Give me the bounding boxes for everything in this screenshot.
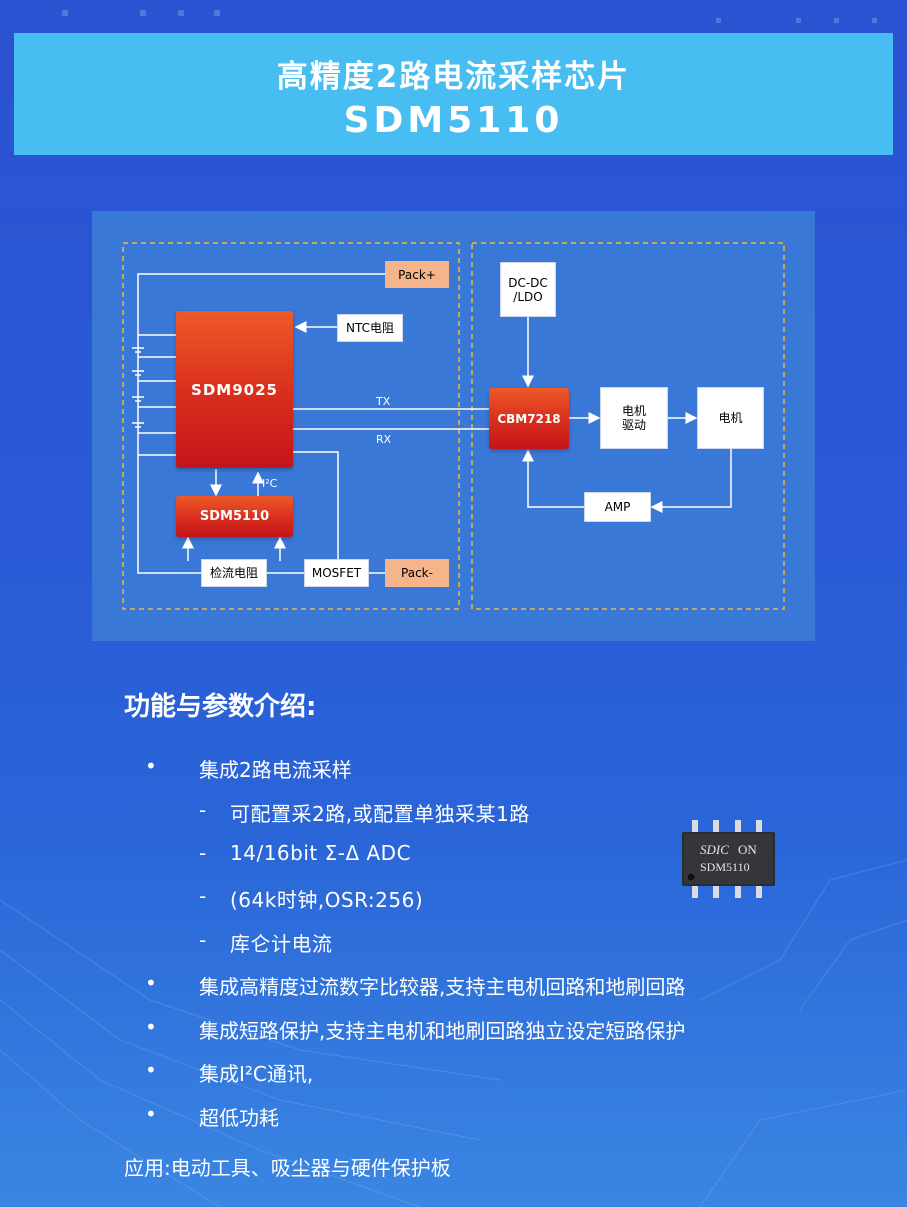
sub-list-item: 可配置采2路,或配置单独采某1路: [230, 802, 530, 826]
list-item: 集成短路保护,支持主电机和地刷回路独立设定短路保护: [199, 1019, 686, 1043]
dash-icon: -: [199, 841, 207, 865]
pack-plus-terminal: Pack+: [385, 261, 449, 288]
diagram-lines: [122, 242, 785, 610]
title-banner: 高精度2路电流采样芯片 SDM5110: [14, 33, 893, 155]
dcdc-ldo-block: DC-DC /LDO: [500, 262, 556, 317]
sub-list-item: (64k时钟,OSR:256): [230, 888, 424, 912]
bullet-icon: •: [145, 971, 157, 995]
sdm9025-chip: SDM9025: [176, 311, 293, 468]
features-heading: 功能与参数介绍:: [124, 692, 317, 722]
bullet-icon: •: [145, 1015, 157, 1039]
sub-list-item: 14/16bit Σ-Δ ADC: [230, 841, 412, 865]
applications-line: 应用:电动工具、吸尘器与硬件保护板: [124, 1156, 451, 1180]
chip-brand-label: SDIC: [700, 842, 729, 857]
dash-icon: -: [199, 928, 207, 952]
bullet-icon: •: [145, 1102, 157, 1126]
cbm7218-chip: CBM7218: [489, 388, 569, 449]
sense-resistor-block: 检流电阻: [201, 559, 267, 587]
dash-icon: -: [199, 884, 207, 908]
list-item: 超低功耗: [199, 1106, 279, 1130]
bullet-icon: •: [145, 754, 157, 778]
tx-label: TX: [376, 395, 391, 408]
sdm5110-chip: SDM5110: [176, 496, 293, 537]
motor-driver-block: 电机 驱动: [600, 387, 668, 449]
list-item: 集成2路电流采样: [199, 758, 352, 782]
motor-block: 电机: [697, 387, 764, 449]
sdm5110-chip-photo: SDIC ON SDM5110: [682, 820, 775, 898]
list-item: 集成高精度过流数字比较器,支持主电机回路和地刷回路: [199, 975, 686, 999]
product-model: SDM5110: [343, 100, 564, 141]
chip-brand-suffix: ON: [738, 842, 757, 857]
bullet-icon: •: [145, 1058, 157, 1082]
ntc-resistor-block: NTC电阻: [337, 314, 403, 342]
sub-list-item: 库仑计电流: [230, 932, 333, 956]
page-title: 高精度2路电流采样芯片: [276, 59, 631, 95]
dash-icon: -: [199, 798, 207, 822]
list-item: 集成I²C通讯,: [199, 1062, 314, 1086]
pack-minus-terminal: Pack-: [385, 559, 449, 587]
mosfet-block: MOSFET: [304, 559, 369, 587]
rx-label: RX: [376, 433, 392, 446]
i2c-label: I²C: [262, 477, 278, 490]
amp-block: AMP: [584, 492, 651, 522]
block-diagram: Pack+ NTC电阻 SDM9025 TX RX I²C SDM5110 检流…: [92, 211, 815, 641]
right-dashed-region: [471, 242, 785, 610]
chip-part-label: SDM5110: [700, 860, 750, 874]
